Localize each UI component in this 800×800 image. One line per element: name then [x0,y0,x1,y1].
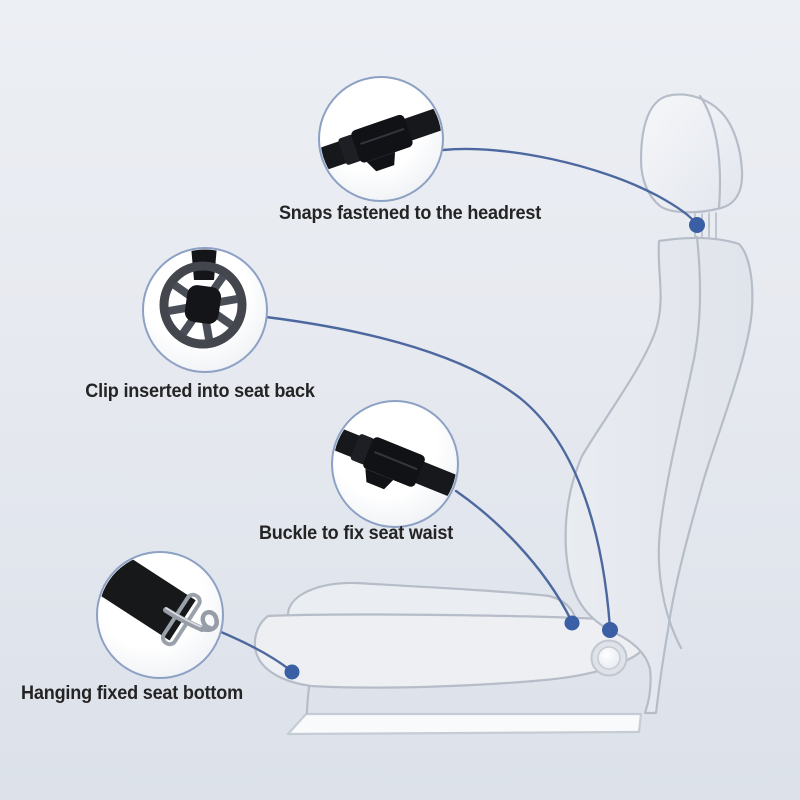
connector-lines [219,147,698,672]
seat-front-cushion [253,613,651,689]
callout-label-seatback: Clip inserted into seat back [85,381,315,402]
connector-waist [454,489,573,622]
callout-buckle-waist [331,400,459,528]
side-release-buckle-icon [320,100,442,178]
headrest [639,93,744,214]
callout-label-waist: Buckle to fix seat waist [258,523,454,544]
dot-waist [564,615,580,631]
side-release-buckle-icon [333,419,457,505]
car-seat-illustration [253,93,754,736]
callout-label-headrest: Snaps fastened to the headrest [278,203,542,224]
seat-back [564,236,754,715]
dot-headrest [689,217,705,233]
connector-headrest [441,147,698,226]
seat-base-rail [286,712,643,736]
seat-back-seam [657,235,702,650]
round-spoke-clip-icon [159,249,247,349]
dot-bottom [284,664,300,680]
recliner-knob [590,639,628,677]
dot-seatback [602,622,618,638]
headrest-seam [698,94,722,210]
seat-front-leg-line [305,685,311,715]
connector-dots [284,217,705,680]
connector-bottom [219,630,292,672]
connector-seatback [264,315,612,630]
callout-clip-seatback [142,247,268,373]
callout-hook-bottom [96,551,224,679]
callout-snaps-headrest [318,76,444,202]
callout-label-bottom: Hanging fixed seat bottom [21,683,243,704]
